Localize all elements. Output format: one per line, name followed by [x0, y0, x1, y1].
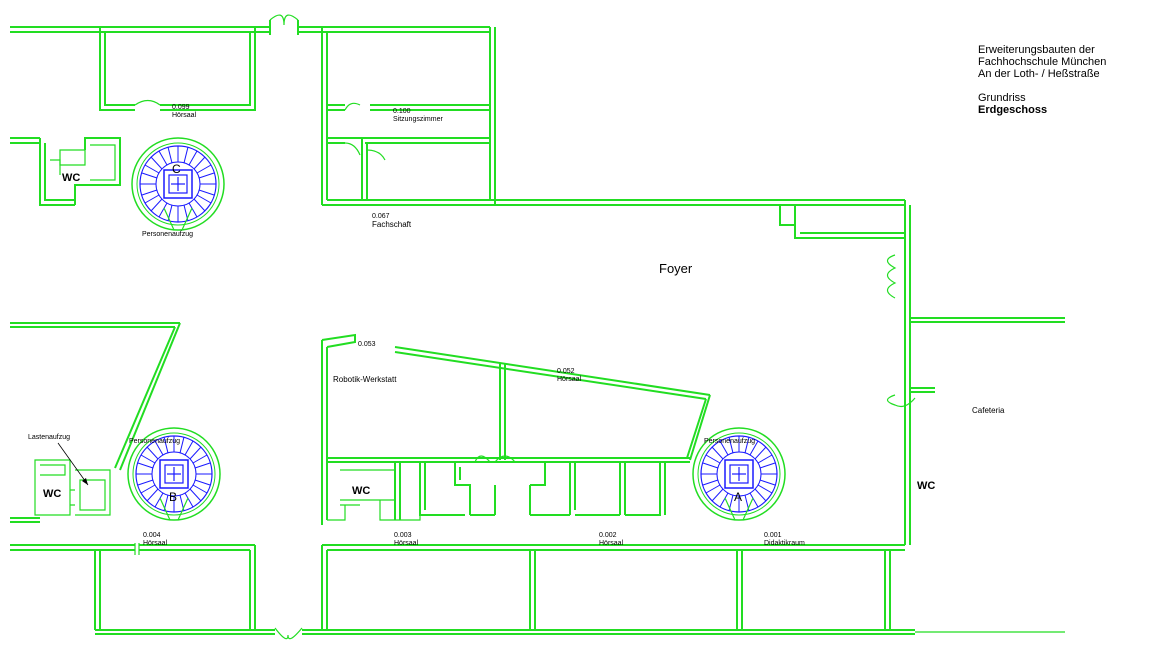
stair-c-letter: C [172, 162, 181, 176]
personenaufzug-label-a: Personenaufzug [704, 438, 755, 445]
room-067-number: 0.067 [372, 213, 390, 220]
stair-c [131, 137, 225, 231]
room-100-number: 0.100 [393, 108, 411, 115]
stair-b-letter: B [169, 490, 177, 504]
title-line-1: Erweiterungsbauten der [978, 44, 1095, 56]
title-spacer [978, 80, 1106, 92]
room-003-name: Hörsaal [394, 540, 419, 547]
room-052-number: 0.052 [557, 368, 575, 375]
wc-label-center: WC [352, 485, 370, 497]
room-004-name: Hörsaal [143, 540, 168, 547]
room-003-number: 0.003 [394, 532, 412, 539]
room-067-name: Fachschaft [372, 220, 412, 229]
title-line-4: Grundriss [978, 92, 1026, 104]
room-052-name: Hörsaal [557, 376, 582, 383]
room-001-name: Didaktikraum [764, 540, 805, 547]
title-line-3: An der Loth- / Heßstraße [978, 68, 1100, 80]
wc-label-lower-left: WC [43, 488, 61, 500]
stair-a-letter: A [734, 490, 742, 504]
title-line-5: Erdgeschoss [978, 104, 1048, 116]
title-block: Erweiterungsbauten der Fachhochschule Mü… [978, 44, 1106, 116]
room-004-number: 0.004 [143, 532, 161, 539]
room-100-name: Sitzungszimmer [393, 116, 443, 123]
lastenaufzug-label: Lastenaufzug [28, 434, 70, 441]
room-002-name: Hörsaal [599, 540, 624, 547]
outer-walls [10, 14, 1065, 640]
wc-label-upper: WC [62, 172, 80, 184]
room-099-number: 0.099 [172, 104, 190, 111]
wc-label-right: WC [917, 480, 935, 492]
title-line-2: Fachhochschule München [978, 56, 1107, 68]
cafeteria-label: Cafeteria [972, 406, 1005, 415]
personenaufzug-label-c: Personenaufzug [142, 231, 193, 238]
room-053-number: 0.053 [358, 341, 376, 348]
personenaufzug-label-b: Personenaufzug [129, 438, 180, 445]
room-099-name: Hörsaal [172, 112, 197, 119]
room-001-number: 0.001 [764, 532, 782, 539]
foyer-label: Foyer [659, 261, 693, 276]
room-002-number: 0.002 [599, 532, 617, 539]
room-053-name: Robotik-Werkstatt [333, 375, 397, 384]
